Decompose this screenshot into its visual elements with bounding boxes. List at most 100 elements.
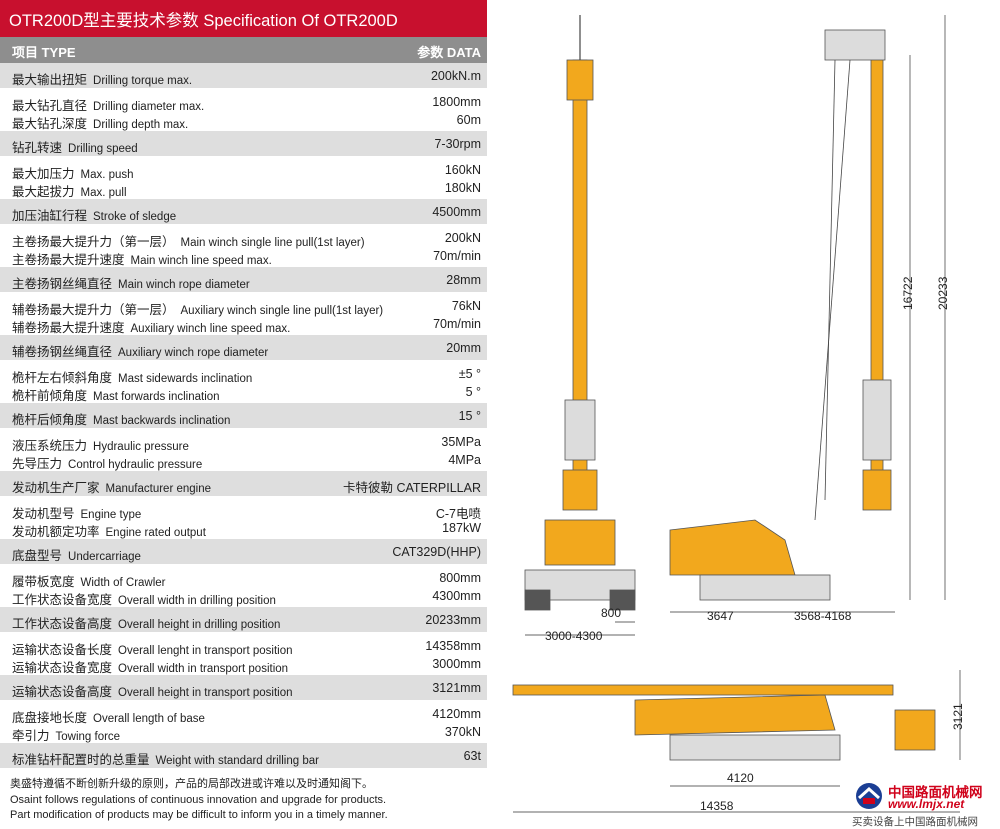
spec-value: 70m/min xyxy=(433,317,481,331)
spec-title: OTR200D型主要技术参数 Specification Of OTR200D xyxy=(0,0,487,37)
header-type: 项目 TYPE xyxy=(12,45,76,60)
logo-slogan: 买卖设备上中国路面机械网 xyxy=(852,816,978,828)
spec-label-cn: 辅卷扬最大提升速度 xyxy=(12,321,125,335)
spec-table: OTR200D型主要技术参数 Specification Of OTR200D … xyxy=(0,0,487,828)
spec-label-en: Main winch single line pull(1st layer) xyxy=(180,237,365,249)
spec-label: 辅卷扬最大提升力（第一层）Auxiliary winch single line… xyxy=(12,299,383,318)
spec-value: 160kN xyxy=(444,163,481,177)
side-kelly-drive xyxy=(862,379,892,461)
spec-label-cn: 辅卷扬最大提升力（第一层） xyxy=(12,303,175,317)
logo-mark-icon xyxy=(856,783,882,809)
spec-label-cn: 底盘型号 xyxy=(12,549,63,563)
spec-label-en: Overall height in transport position xyxy=(118,687,293,699)
spec-label-en: Width of Crawler xyxy=(80,577,166,589)
spec-value: 14358mm xyxy=(425,639,481,653)
spec-label-en: Engine rated output xyxy=(105,527,206,539)
spec-label: 底盘型号 Undercarriage xyxy=(12,545,141,564)
spec-value: 76kN xyxy=(451,299,481,313)
spec-value: 180kN xyxy=(444,181,481,195)
spec-label-cn: 桅杆前倾角度 xyxy=(12,389,88,403)
spec-label-cn: 底盘接地长度 xyxy=(12,711,88,725)
spec-row: 运输状态设备高度 Overall height in transport posi… xyxy=(0,675,487,700)
spec-label-en: Mast sidewards inclination xyxy=(118,373,253,385)
transport-body xyxy=(634,694,836,736)
spec-label-en: Main winch line speed max. xyxy=(130,255,272,267)
spec-value: 5 ° xyxy=(465,385,481,399)
spec-value: C-7电喷 xyxy=(435,507,481,521)
side-crawler xyxy=(699,574,831,601)
spec-label-en: Overall width in transport position xyxy=(118,663,289,675)
spec-label-en: Overall width in drilling position xyxy=(118,595,276,607)
spec-line: 运输状态设备高度 Overall height in transport posi… xyxy=(0,678,487,699)
spec-label-en: Drilling speed xyxy=(68,143,138,155)
spec-label-cn: 桅杆左右倾斜角度 xyxy=(12,371,113,385)
spec-label-en: Undercarriage xyxy=(68,551,141,563)
spec-value: 20233mm xyxy=(425,613,481,627)
site-logo[interactable]: 中国路面机械网 www.lmjx.net 买卖设备上中国路面机械网 xyxy=(852,781,1000,828)
spec-label-cn: 最大起拔力 xyxy=(12,185,75,199)
spec-row: 辅卷扬最大提升力（第一层）Auxiliary winch single line… xyxy=(0,292,487,335)
spec-value: 35MPa xyxy=(441,435,481,449)
spec-value: 15 ° xyxy=(458,409,481,423)
transport-mast xyxy=(512,684,894,696)
spec-value: 187kW xyxy=(442,521,481,535)
dim-side-front: 3568-4168 xyxy=(794,609,852,623)
spec-label-en: Max. pull xyxy=(80,187,127,199)
spec-label-cn: 最大钻孔直径 xyxy=(12,99,88,113)
drawing-canvas: 3000-4300 800 3647 3568-4168 16722 20233… xyxy=(512,15,965,813)
spec-label-cn: 运输状态设备长度 xyxy=(12,643,113,657)
spec-label-cn: 标准钻杆配置时的总重量 xyxy=(12,753,150,767)
spec-value: 60m xyxy=(456,113,481,127)
spec-label: 主卷扬最大提升速度 Main winch line speed max. xyxy=(12,249,272,268)
spec-label-cn: 发动机型号 xyxy=(12,507,75,521)
front-cab xyxy=(544,519,616,566)
spec-label-cn: 桅杆后倾角度 xyxy=(12,413,88,427)
header-data: 参数 DATA xyxy=(417,45,481,60)
logo-url: www.lmjx.net xyxy=(888,797,965,811)
spec-label-en: Overall height in drilling position xyxy=(118,619,281,631)
dimension-labels: 3000-4300 800 3647 3568-4168 16722 20233… xyxy=(545,276,965,813)
dimension-lines xyxy=(513,15,961,813)
spec-value: 800mm xyxy=(439,571,481,585)
spec-label-cn: 运输状态设备宽度 xyxy=(12,661,113,675)
spec-line: 主卷扬最大提升力（第一层）Main winch single line pull… xyxy=(0,228,487,249)
spec-label-en: Main winch rope diameter xyxy=(118,279,250,291)
spec-row: 主卷扬最大提升力（第一层）Main winch single line pull… xyxy=(0,224,487,267)
side-body xyxy=(669,519,796,576)
dim-mast-height: 16722 xyxy=(901,276,915,310)
disclaimer-en-2: Part modification of products may be dif… xyxy=(10,809,388,821)
spec-label-cn: 主卷扬最大提升速度 xyxy=(12,253,125,267)
spec-label-cn: 运输状态设备高度 xyxy=(12,685,113,699)
front-rotary-head xyxy=(562,469,598,511)
